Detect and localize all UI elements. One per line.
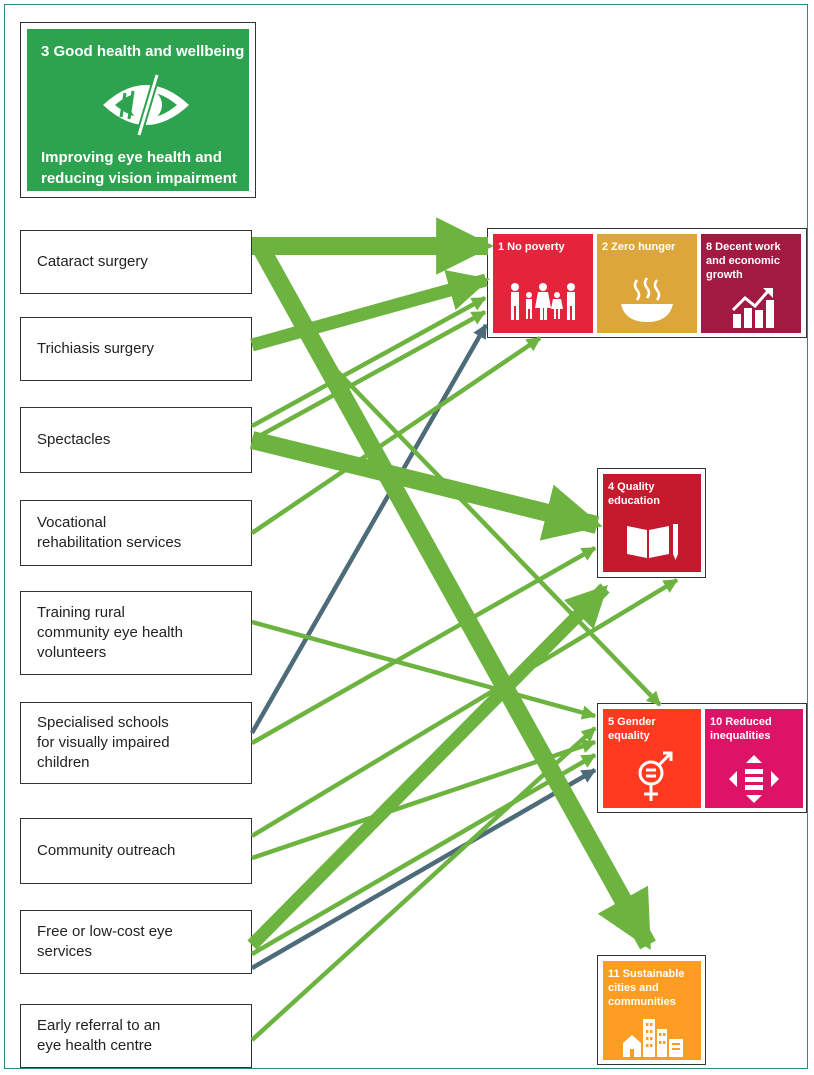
intervention-early-referral: Early referral to an eye health centre [20, 1004, 252, 1068]
sdg-group-equality: 5 Gender equality 10 Reduced inequalitie… [597, 703, 807, 813]
sdg-group-economic: 1 No poverty 2 Zero hunger 8 Decent work… [487, 228, 807, 338]
city-icon [623, 1019, 683, 1057]
sdg-label-reduced-inequalities: 10 Reduced inequalities [710, 716, 772, 742]
intervention-cataract-surgery: Cataract surgery [20, 230, 252, 294]
gender-equality-icon [638, 751, 673, 801]
intervention-vocational-rehabilitation: Vocational rehabilitation services [20, 500, 252, 566]
goal-tile: 3 Good health and wellbeing Improving ey… [27, 29, 249, 191]
intervention-training-volunteers: Training rural community eye health volu… [20, 591, 252, 675]
figure-frame [4, 4, 808, 1069]
sdg-group-education: 4 Quality education [597, 468, 706, 578]
book-pencil-icon [627, 524, 678, 560]
intervention-free-eye-services: Free or low-cost eye services [20, 910, 252, 974]
goal-description: Improving eye health and reducing vision… [41, 149, 237, 187]
sdg-label-quality-education: 4 Quality education [608, 481, 660, 507]
sdg-tile-sustainable-cities: 11 Sustainable cities and communities [603, 961, 701, 1060]
reduced-inequalities-icon [729, 755, 779, 803]
sdg-group-cities: 11 Sustainable cities and communities [597, 955, 706, 1065]
sdg-tile-gender-equality: 5 Gender equality [603, 709, 701, 808]
intervention-specialised-schools: Specialised schools for visually impaire… [20, 702, 252, 784]
sdg-tile-zero-hunger: 2 Zero hunger [597, 234, 697, 333]
eye-icon [103, 73, 189, 137]
growth-chart-icon [731, 288, 774, 328]
sdg-label-decent-work: 8 Decent work and economic growth [706, 241, 781, 281]
intervention-community-outreach: Community outreach [20, 818, 252, 884]
sdg-label-gender-equality: 5 Gender equality [608, 716, 656, 742]
sdg-tile-no-poverty: 1 No poverty [493, 234, 593, 333]
sdg-label-no-poverty: 1 No poverty [498, 241, 565, 253]
intervention-spectacles: Spectacles [20, 407, 252, 473]
sdg-label-zero-hunger: 2 Zero hunger [602, 241, 676, 253]
bowl-icon [621, 277, 673, 322]
family-icon [511, 283, 575, 320]
sdg-tile-decent-work: 8 Decent work and economic growth [701, 234, 801, 333]
sdg-label-sustainable-cities: 11 Sustainable cities and communities [608, 968, 685, 1008]
goal-title: 3 Good health and wellbeing [41, 43, 245, 60]
intervention-trichiasis-surgery: Trichiasis surgery [20, 317, 252, 381]
sdg-tile-quality-education: 4 Quality education [603, 474, 701, 572]
sdg-tile-reduced-inequalities: 10 Reduced inequalities [705, 709, 803, 808]
goal-box: 3 Good health and wellbeing Improving ey… [20, 22, 256, 198]
